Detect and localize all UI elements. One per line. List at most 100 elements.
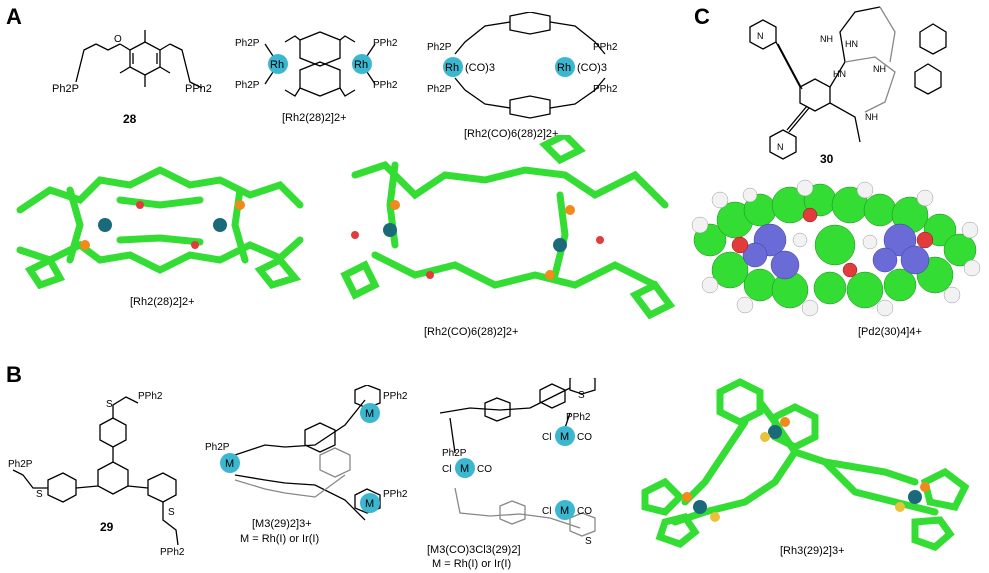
m-label-left: M — [225, 458, 234, 470]
m-sphere-left — [455, 458, 475, 478]
m-sphere-left — [220, 453, 240, 473]
panel-letter-a: A — [6, 4, 22, 29]
atom-ph2p: Ph2P — [52, 83, 79, 95]
compound-29-label: 29 — [100, 520, 114, 534]
m3-carbonyl-structure: M M M Cl CO Cl CO Cl CO Ph2P PPh2 S S — [439, 378, 596, 547]
rh2-dimer-structure: Rh Rh Ph2P Ph2P PPh2 PPh2 — [235, 31, 398, 97]
atom-pph2-bottom: PPh2 — [160, 547, 185, 558]
m-label-bottom: M — [365, 498, 374, 510]
cl-label-bottom: Cl — [542, 506, 551, 517]
p-atom — [545, 270, 555, 280]
rh-atom-left — [693, 500, 707, 514]
atom-ph2p-bottom: Ph2P — [235, 80, 260, 91]
o-atom — [136, 201, 144, 209]
m3-trimer-label: [M3(29)2]3+ — [252, 518, 312, 530]
o-atom — [191, 241, 199, 249]
rh-sphere-left — [268, 54, 288, 74]
m-label-bottom: M — [560, 505, 569, 517]
compound-28-label: 28 — [123, 112, 137, 126]
m-label-top: M — [560, 431, 569, 443]
crystal-rh2-carbonyl — [340, 135, 675, 320]
m-sphere-top — [360, 403, 380, 423]
atom-s-top: S — [578, 390, 585, 401]
rh-atom-right — [908, 490, 922, 504]
s-atom — [710, 512, 720, 522]
compound-29-structure: S S S PPh2 Ph2P PPh2 — [8, 391, 185, 558]
co-label-top: CO — [577, 432, 592, 443]
crystal-rh3-trimer — [641, 378, 970, 551]
atom-ph2p-bottom: Ph2P — [427, 84, 452, 95]
atom-pph2: PPh2 — [185, 83, 212, 95]
o-atom — [596, 236, 604, 244]
spacefill-carbon-cluster — [693, 183, 977, 309]
atom-s-bottom: S — [585, 536, 592, 547]
cl-label-top: Cl — [542, 432, 551, 443]
crystal-rh2-carbonyl-label: [Rh2(CO)6(28)2]2+ — [424, 326, 519, 338]
m-sphere-bottom — [360, 493, 380, 513]
m3-trimer-metal-note: M = Rh(I) or Ir(I) — [240, 533, 320, 545]
crystal-rh2-dimer — [16, 166, 304, 290]
atom-pph2: PPh2 — [566, 412, 591, 423]
m3-carbonyl-metal-note: M = Rh(I) or Ir(I) — [432, 558, 512, 570]
compound-30-structure: N N NH HN NH HN NH — [749, 6, 947, 160]
rh2-carbonyl-label: [Rh2(CO)6(28)2]2+ — [464, 128, 559, 140]
m-label-left: M — [460, 463, 469, 475]
p-atom — [682, 492, 692, 502]
p-atom — [920, 482, 930, 492]
rh2-dimer-label: [Rh2(28)2]2+ — [282, 112, 347, 124]
p-atom — [565, 205, 575, 215]
atom-ph2p-top: Ph2P — [235, 38, 260, 49]
co-label-bottom: CO — [577, 506, 592, 517]
crystal-rh2-dimer-label: [Rh2(28)2]2+ — [130, 296, 195, 308]
atom-nh-2: NH — [873, 64, 886, 74]
rh-atom-left — [98, 218, 112, 232]
atom-nh-3: NH — [865, 112, 878, 122]
o-atom — [351, 231, 359, 239]
atom-n-top: N — [757, 31, 764, 41]
rh-label-right: Rh — [557, 62, 571, 74]
atom-ph2p-left: Ph2P — [8, 459, 33, 470]
atom-pph2-bottom: PPh2 — [373, 80, 398, 91]
atom-ph2p: Ph2P — [442, 448, 467, 459]
rh-atom-left — [383, 223, 397, 237]
rh2-carbonyl-structure: Rh Rh (CO)3 (CO)3 Ph2P Ph2P PPh2 PPh2 — [427, 12, 618, 119]
m3-carbonyl-label: [M3(CO)3Cl3(29)2] — [427, 544, 521, 556]
atom-hn-2: HN — [833, 69, 846, 79]
crystal-pd2-cage — [691, 179, 981, 317]
atom-pph2-top: PPh2 — [138, 391, 163, 402]
s-atom — [760, 432, 770, 442]
spacefill-oxygen-cluster — [731, 207, 934, 278]
p-atom — [80, 240, 90, 250]
atom-ph2p-top: Ph2P — [427, 42, 452, 53]
atom-o: O — [114, 34, 122, 45]
rh-atom-top — [768, 425, 782, 439]
atom-s-right: S — [168, 507, 175, 518]
rh-label-right: Rh — [354, 59, 368, 71]
p-atom — [780, 417, 790, 427]
rh-sphere-right — [555, 57, 575, 77]
panel-letter-b: B — [6, 362, 22, 387]
cl-label-left: Cl — [442, 464, 451, 475]
atom-nh-1: NH — [820, 34, 833, 44]
compound-28-structure: Ph2P PPh2 O — [52, 30, 212, 95]
atom-pph2-top: PPh2 — [373, 38, 398, 49]
atom-ph2p: Ph2P — [205, 442, 230, 453]
panel-letter-c: C — [694, 4, 710, 29]
rh-sphere-left — [443, 57, 463, 77]
spacefill-hydrogen-cluster — [691, 179, 981, 317]
atom-pph2-bottom: PPh2 — [383, 489, 408, 500]
co3-label-right: (CO)3 — [577, 62, 607, 74]
compound-30-label: 30 — [820, 152, 834, 166]
o-atom — [426, 271, 434, 279]
rh-label-left: Rh — [445, 62, 459, 74]
atom-pph2-bottom: PPh2 — [593, 84, 618, 95]
atom-pph2-top: PPh2 — [593, 42, 618, 53]
atom-n-bottom: N — [777, 142, 784, 152]
atom-pph2-top: PPh2 — [383, 391, 408, 402]
p-atom — [235, 200, 245, 210]
rh-atom-right — [553, 238, 567, 252]
m-sphere-bottom — [555, 500, 575, 520]
rh-sphere-right — [352, 54, 372, 74]
crystal-pd2-cage-label: [Pd2(30)4]4+ — [858, 326, 922, 338]
m3-trimer-structure: M M M Ph2P PPh2 PPh2 — [205, 385, 408, 521]
